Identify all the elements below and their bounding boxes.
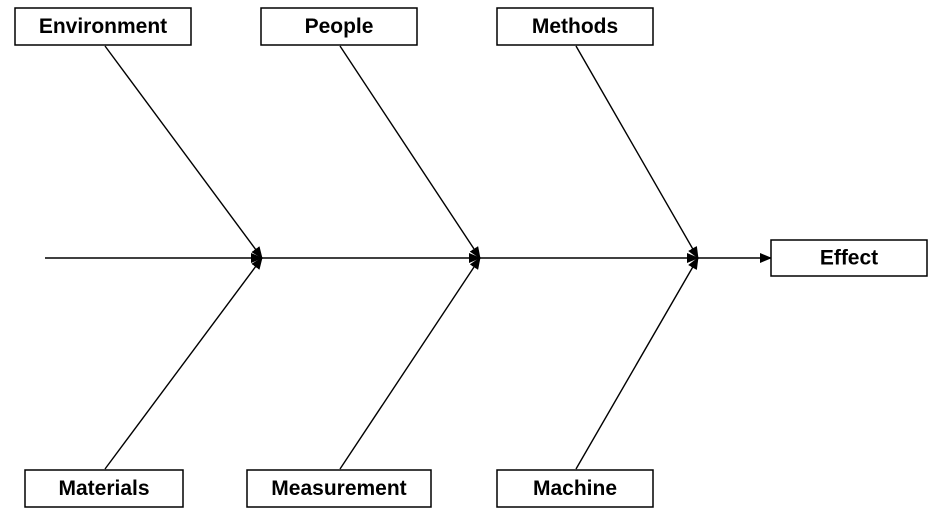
cause-label-methods: Methods: [532, 15, 618, 38]
cause-box-people: People: [260, 7, 418, 46]
bone-machine: [575, 257, 699, 470]
bone-materials: [104, 257, 263, 470]
cause-box-measurement: Measurement: [246, 469, 432, 508]
cause-label-environment: Environment: [39, 15, 167, 38]
cause-box-materials: Materials: [24, 469, 184, 508]
bone-methods: [575, 45, 699, 259]
cause-label-people: People: [305, 15, 374, 38]
bone-people: [339, 45, 481, 259]
bone-environment: [104, 45, 263, 259]
cause-label-materials: Materials: [58, 477, 149, 500]
effect-box: Effect: [770, 239, 928, 277]
cause-box-machine: Machine: [496, 469, 654, 508]
cause-box-methods: Methods: [496, 7, 654, 46]
cause-label-machine: Machine: [533, 477, 617, 500]
effect-label: Effect: [820, 247, 878, 270]
bone-measurement: [339, 257, 481, 470]
cause-label-measurement: Measurement: [271, 477, 406, 500]
cause-box-environment: Environment: [14, 7, 192, 46]
